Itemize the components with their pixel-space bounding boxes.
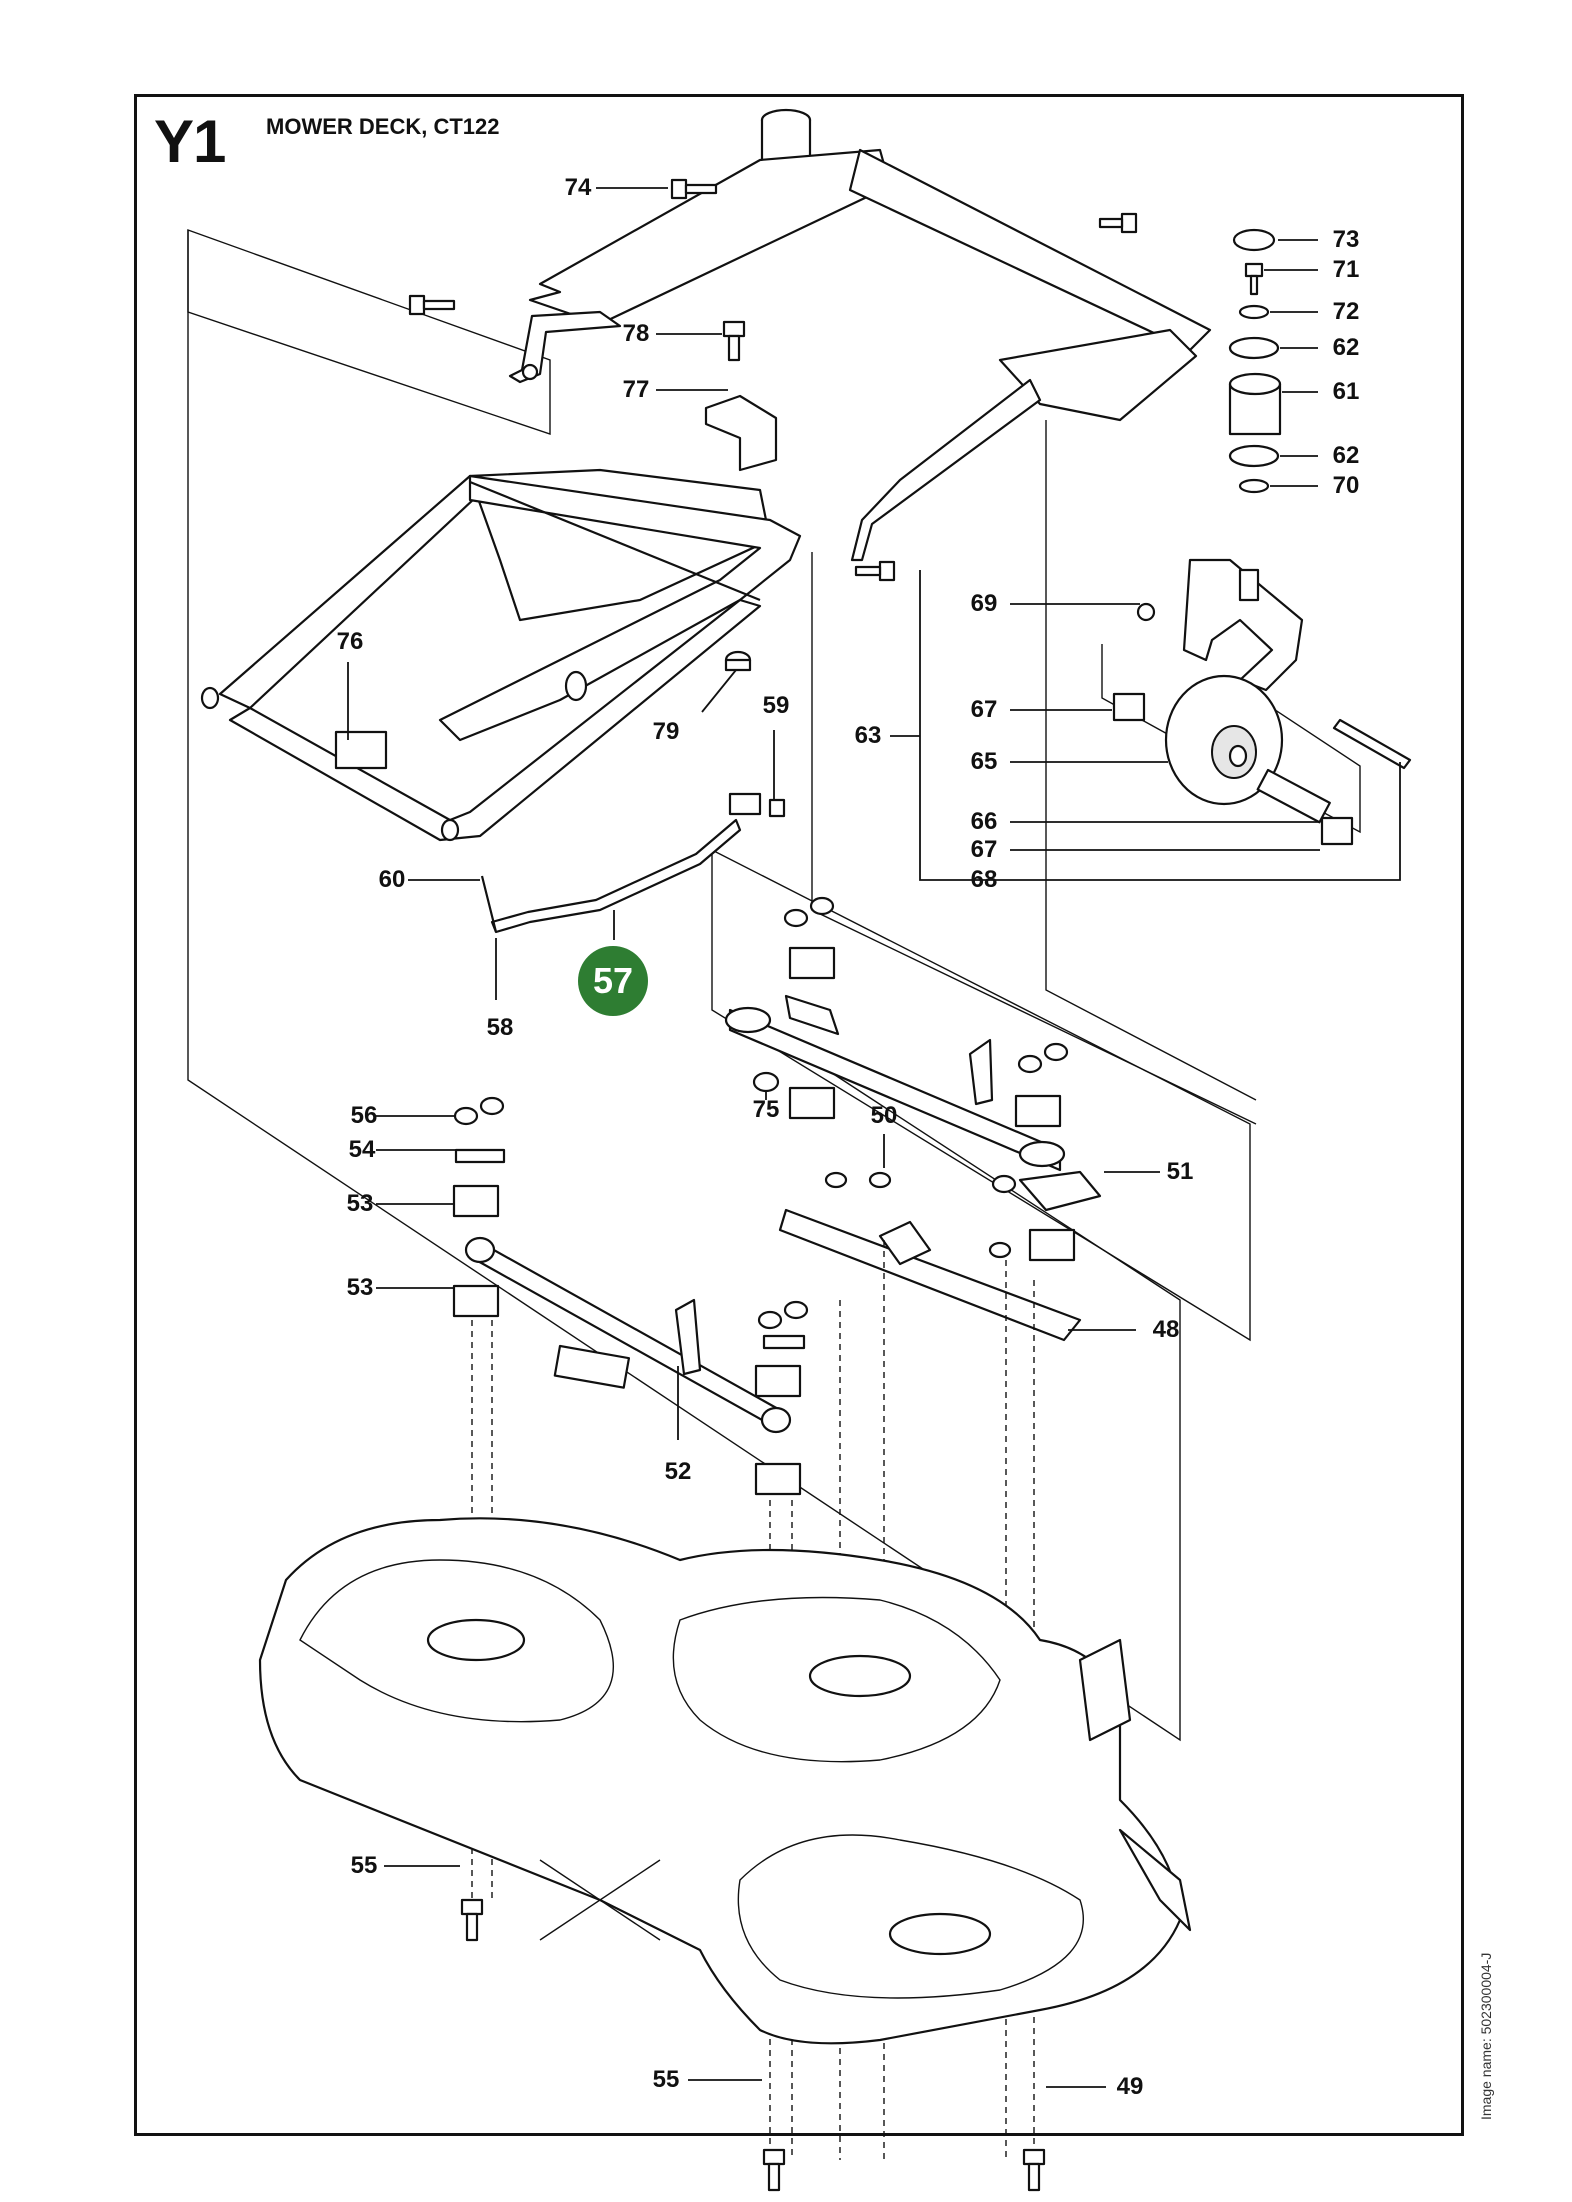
callout-61: 61 bbox=[1332, 378, 1360, 405]
callout-51: 51 bbox=[1166, 1158, 1194, 1185]
bolt-49-part bbox=[1022, 2148, 1046, 2192]
diagram-frame bbox=[134, 94, 1464, 2136]
callout-53: 53 bbox=[346, 1274, 374, 1301]
bolt-55-part bbox=[460, 1898, 484, 1942]
caster-wheel-assembly-part bbox=[1112, 558, 1412, 846]
lift-bracket-part bbox=[508, 108, 1212, 562]
cross-bar-48-part bbox=[778, 1171, 1082, 1342]
rear-axle-part bbox=[452, 1096, 809, 1496]
callout-48: 48 bbox=[1152, 1316, 1180, 1343]
callout-77: 77 bbox=[622, 376, 650, 403]
nut-part bbox=[453, 1096, 505, 1126]
callout-65: 65 bbox=[970, 748, 998, 775]
lift-frame-part bbox=[200, 468, 802, 842]
arm-drop-line bbox=[1045, 420, 1257, 1101]
callout-50: 50 bbox=[870, 1102, 898, 1129]
callout-56: 56 bbox=[350, 1102, 378, 1129]
nut-part bbox=[783, 896, 835, 928]
nut-part bbox=[1017, 1042, 1069, 1074]
wheel-box-right bbox=[1247, 691, 1361, 834]
leader-lines bbox=[347, 187, 1401, 2088]
callout-55: 55 bbox=[652, 2066, 680, 2093]
nut-79-part bbox=[724, 650, 752, 672]
bushing-stack-part bbox=[1228, 228, 1282, 494]
bracket-77-part bbox=[704, 394, 778, 472]
callout-68: 68 bbox=[970, 866, 998, 893]
callout-70: 70 bbox=[1332, 472, 1360, 499]
bolt-74-part bbox=[670, 178, 718, 200]
callout-67: 67 bbox=[970, 836, 998, 863]
callout-78: 78 bbox=[622, 320, 650, 347]
callout-62: 62 bbox=[1332, 442, 1360, 469]
front-axle-plane bbox=[711, 849, 1251, 1342]
bolt-55-part bbox=[762, 2148, 786, 2192]
callout-72: 72 bbox=[1332, 298, 1360, 325]
callout-58: 58 bbox=[486, 1014, 514, 1041]
lift-assembly-plane bbox=[187, 230, 1181, 1742]
upper-frame-plane bbox=[187, 229, 551, 435]
callout-59: 59 bbox=[762, 692, 790, 719]
front-axle-part bbox=[724, 896, 1102, 1262]
bearing-block-part bbox=[788, 946, 836, 1120]
bearing-block-part bbox=[754, 1364, 802, 1496]
callout-75: 75 bbox=[752, 1096, 780, 1123]
callout-79: 79 bbox=[652, 718, 680, 745]
bolt-78-part bbox=[722, 320, 746, 362]
callout-69: 69 bbox=[970, 590, 998, 617]
bearing-block-part bbox=[1014, 1094, 1076, 1262]
callout-73: 73 bbox=[1332, 226, 1360, 253]
callout-74: 74 bbox=[564, 174, 592, 201]
callout-54: 54 bbox=[348, 1136, 376, 1163]
callout-52: 52 bbox=[664, 1458, 692, 1485]
callout-76: 76 bbox=[336, 628, 364, 655]
bolt-part bbox=[854, 560, 896, 582]
callout-66: 66 bbox=[970, 808, 998, 835]
callout-71: 71 bbox=[1332, 256, 1360, 283]
bolt-part bbox=[1098, 212, 1138, 234]
callout-60: 60 bbox=[378, 866, 406, 893]
diagram-title: MOWER DECK, CT122 bbox=[266, 114, 500, 139]
callout-53: 53 bbox=[346, 1190, 374, 1217]
bolt-part bbox=[408, 294, 456, 316]
callout-67: 67 bbox=[970, 696, 998, 723]
callout-55: 55 bbox=[350, 1852, 378, 1879]
highlighted-part-badge[interactable]: 57 bbox=[578, 946, 648, 1016]
section-code: Y1 bbox=[154, 108, 226, 175]
callout-62: 62 bbox=[1332, 334, 1360, 361]
nut-part bbox=[757, 1300, 809, 1330]
callout-63: 63 bbox=[854, 722, 882, 749]
cable-57-part bbox=[480, 792, 786, 934]
mower-deck-part bbox=[258, 1517, 1192, 2045]
bearing-block-part bbox=[452, 1184, 500, 1318]
callout-49: 49 bbox=[1116, 2073, 1144, 2100]
